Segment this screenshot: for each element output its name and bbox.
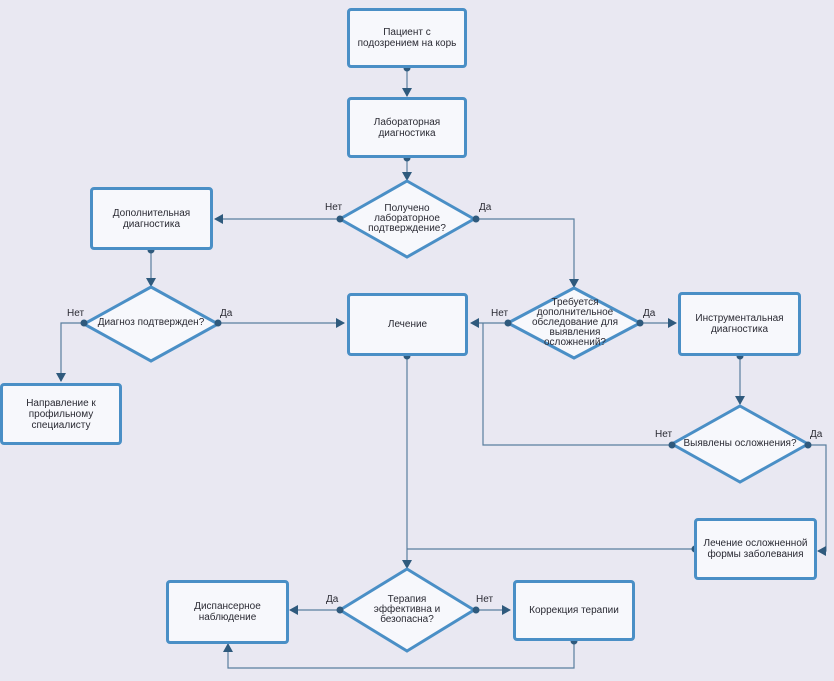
diamond-need-extra-exam [504, 286, 644, 360]
dot [804, 441, 812, 449]
edge-label-compl-yes: Да [810, 429, 823, 440]
edge-label-exam-yes: Да [643, 308, 656, 319]
node-instrumental-diagnostics-label: Инструментальная диагностика [695, 313, 784, 335]
edge-label-diag-yes: Да [220, 308, 233, 319]
edge-compl-no [482, 323, 672, 446]
dot [80, 319, 88, 327]
node-lab-diagnostics: Лабораторная диагностика [347, 97, 467, 158]
edge-label-exam-no: Нет [491, 308, 509, 319]
diamond-therapy-label: Терапия эффективна и безопасна? [373, 594, 441, 625]
edge-diag-no [56, 322, 84, 382]
node-dispensary: Диспансерное наблюдение [166, 580, 289, 644]
node-complicated-treatment-label: Лечение осложненной формы заболевания [703, 538, 808, 560]
edge-lab-yes [476, 218, 579, 288]
dot [336, 606, 344, 614]
diamond-diag-confirmed [80, 285, 222, 363]
dot [214, 319, 222, 327]
node-extra-diagnostics-label: Дополнительная диагностика [112, 207, 191, 230]
node-patient-label: Пациент с подозрением на корь [357, 27, 457, 49]
dot [668, 441, 676, 449]
diamond-need-extra-exam-label: Требуется дополнительное обследование дл… [531, 297, 619, 348]
node-extra-diagnostics: Дополнительная диагностика [90, 187, 213, 250]
node-dispensary-label: Диспансерное наблюдение [194, 601, 261, 623]
edge-label-diag-no: Нет [67, 308, 85, 319]
diamond-lab-confirmed-label: Получено лабораторное подтверждение? [368, 203, 446, 234]
diamond-complications [668, 404, 812, 484]
node-referral-label: Направление к профильному специалисту [26, 397, 96, 431]
edge-correction-to-dispensary [223, 641, 575, 669]
diamond-lab-confirmed [336, 179, 478, 259]
diamond-diag-confirmed-label: Диагноз подтвержден? [97, 317, 205, 328]
node-therapy-correction: Коррекция терапии [513, 580, 635, 641]
edge-compl-yes [808, 444, 827, 556]
dot [472, 606, 480, 614]
diamond-therapy [337, 567, 477, 653]
node-treatment: Лечение [347, 293, 468, 356]
dot [636, 319, 644, 327]
dot [472, 215, 480, 223]
node-instrumental-diagnostics: Инструментальная диагностика [678, 292, 801, 356]
node-therapy-correction-label: Коррекция терапии [529, 605, 619, 616]
edge-label-compl-no: Нет [655, 429, 673, 440]
edge-label-therapy-no: Нет [476, 594, 494, 605]
node-complicated-treatment: Лечение осложненной формы заболевания [694, 518, 817, 580]
node-referral: Направление к профильному специалисту [0, 383, 122, 445]
edge-label-therapy-yes: Да [326, 594, 339, 605]
diamond-complications-label: Выявлены осложнения? [683, 438, 797, 449]
dot [336, 215, 344, 223]
node-treatment-label: Лечение [387, 319, 428, 330]
edge-label-lab-yes: Да [479, 202, 492, 213]
node-patient: Пациент с подозрением на корь [347, 8, 467, 68]
node-lab-diagnostics-label: Лабораторная диагностика [373, 116, 441, 139]
dot [504, 319, 512, 327]
edge-label-lab-no: Нет [325, 202, 343, 213]
